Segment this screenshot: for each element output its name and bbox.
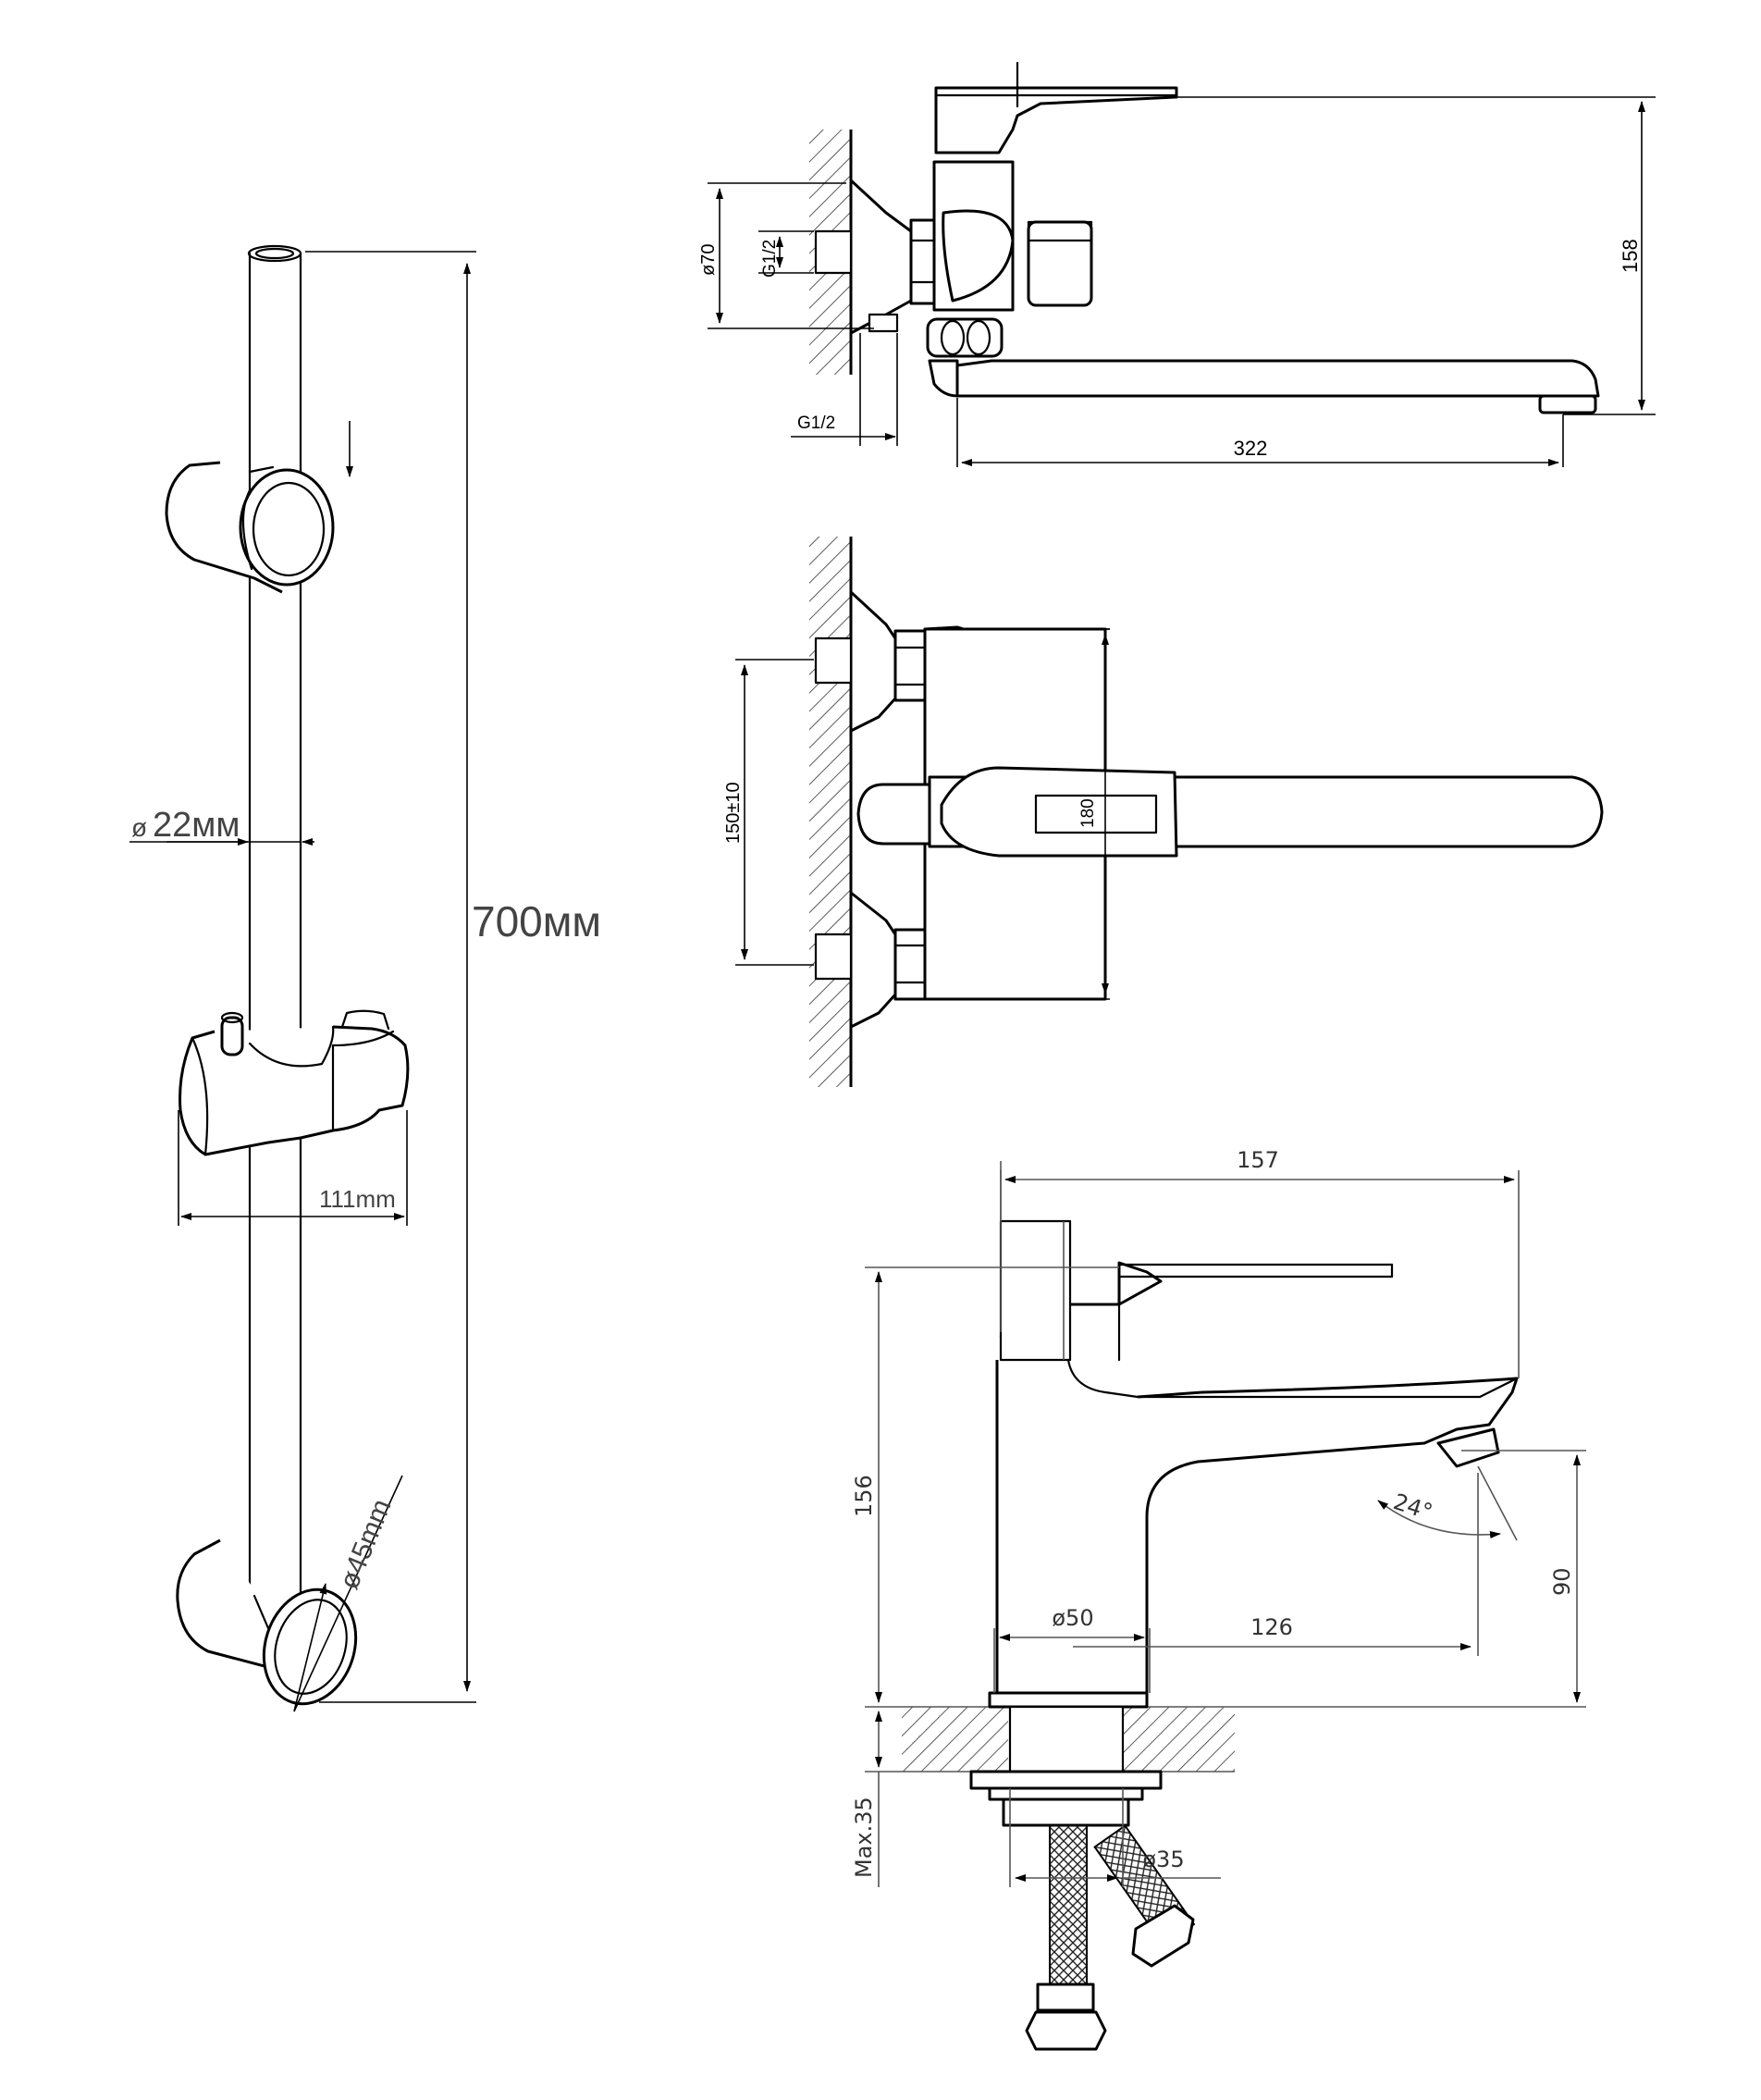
upper-wall-bracket [165,421,353,594]
inlet-thread-label: G1/2 [760,240,780,278]
rail-rod [247,244,302,1630]
total-length-label: 157 [1237,1147,1279,1173]
hose-left [1049,1824,1088,1988]
total-height-label: 156 [851,1475,877,1517]
wall-thread-label: G1/2 [797,414,835,433]
bath-mixer-side-view: 158 322 ø70 G1/2 G1/2 [698,61,1656,467]
rod-diameter-dimension: ø 22мм [129,806,314,846]
diameter-symbol: ø [131,813,147,842]
bracket-diameter-label: ø45mm [334,1495,398,1594]
deck-hatch-left [902,1707,1008,1772]
holder-width-dimension: 111mm [178,1110,408,1226]
spout-reach-label: 322 [1234,437,1268,460]
wall-hatch-top [809,537,851,1087]
flange-diameter-label: ø70 [698,244,719,276]
deck-thickness-label: Max.35 [851,1797,877,1878]
holder-width-label: 111mm [319,1185,396,1213]
body-width-label: 180 [1078,798,1098,828]
base-diameter-label: ø50 [1052,1605,1093,1631]
spout-angle-label: 24° [1390,1489,1435,1526]
bath-mixer-top-view: 180 150±10 [723,537,1604,1087]
deck-hatch-right [1124,1707,1235,1772]
slider-holder [179,1009,410,1156]
spout-reach-label-basin: 126 [1250,1614,1293,1640]
length-dimension: 700мм [305,251,601,1703]
shower-rail-drawing: 700мм ø 22мм 111mm ø45mm [129,244,601,1712]
spout-height-label: 90 [1549,1567,1575,1596]
hole-diameter-label: ø35 [1142,1847,1184,1872]
basin-mixer-drawing: 157 156 Max.35 90 126 ø50 ø35 24° [851,1147,1586,2051]
length-label: 700мм [472,897,601,945]
inlet-spacing-label: 150±10 [723,782,744,844]
rod-diameter-label: 22мм [153,806,240,845]
mixer-height-label: 158 [1619,239,1642,273]
